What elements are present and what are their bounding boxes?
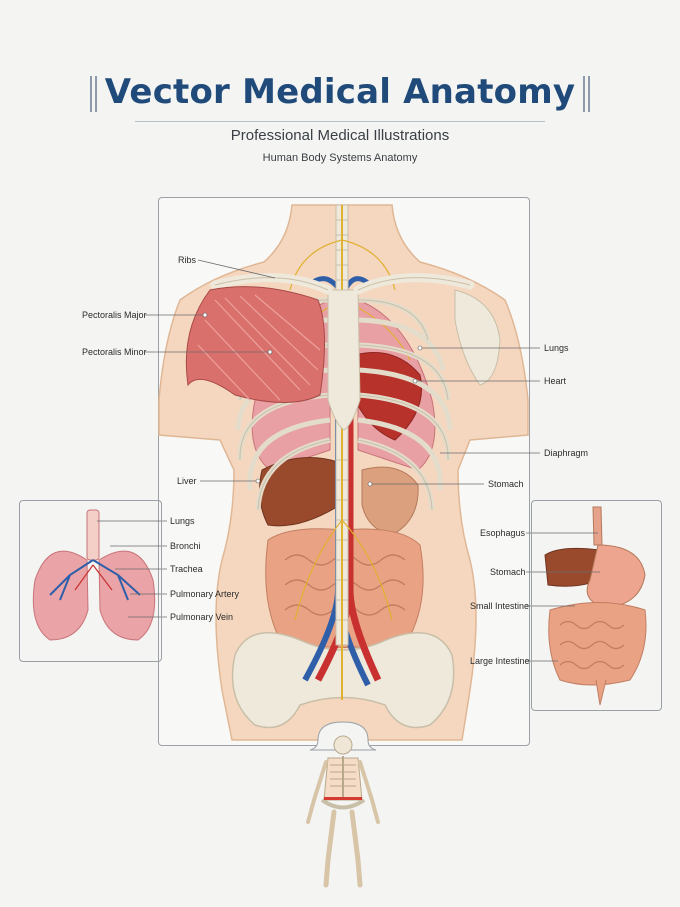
header: Vector Medical Anatomy Professional Medi… xyxy=(0,0,680,190)
title-bar-left xyxy=(90,76,92,112)
label-pulmonary-vein: Pulmonary Vein xyxy=(170,612,234,622)
page-title: Vector Medical Anatomy xyxy=(104,72,576,112)
clavicles xyxy=(210,273,501,386)
mini-skeleton-figure xyxy=(306,721,380,888)
label-lungs: Lungs xyxy=(544,343,569,353)
main-label-dots xyxy=(202,312,423,487)
label-pectoralis-major: Pectoralis Major xyxy=(82,310,147,320)
sternum xyxy=(327,289,361,431)
label-large-intestine: Large Intestine xyxy=(470,656,530,666)
label-pectoralis-minor: Pectoralis Minor xyxy=(82,347,147,357)
title-divider xyxy=(135,121,545,122)
digestive-inset-illustration xyxy=(544,506,647,706)
label-trachea: Trachea xyxy=(170,564,203,574)
label-esophagus: Esophagus xyxy=(480,528,526,538)
label-small-intestine: Small Intestine xyxy=(470,601,530,611)
label-bronchi: Bronchi xyxy=(170,541,201,551)
label-inset-lungs: Lungs xyxy=(170,516,195,526)
lung-inset-panel xyxy=(19,500,162,662)
pectoralis-muscle xyxy=(185,286,325,403)
label-stomach: Stomach xyxy=(488,479,524,489)
main-leader-lines xyxy=(145,259,540,485)
title-block: Vector Medical Anatomy xyxy=(90,70,590,118)
title-bar-right-inner xyxy=(583,76,585,112)
label-liver: Liver xyxy=(177,476,197,486)
label-ribs: Ribs xyxy=(178,255,197,265)
lung-inset-illustration xyxy=(32,509,156,641)
lung-inset-leader-lines xyxy=(97,520,167,618)
subtitle: Professional Medical Illustrations xyxy=(230,127,450,144)
title-bar-right xyxy=(588,76,590,112)
digestive-inset-panel xyxy=(531,500,662,711)
tagline: Human Body Systems Anatomy xyxy=(262,152,418,164)
label-pulmonary-artery: Pulmonary Artery xyxy=(170,589,240,599)
title-bar-left-inner xyxy=(95,76,97,112)
digestive-inset-leader-lines xyxy=(526,532,600,662)
label-diaphragm: Diaphragm xyxy=(544,448,589,458)
label-heart: Heart xyxy=(544,376,567,386)
label-inset-stomach: Stomach xyxy=(490,567,526,577)
